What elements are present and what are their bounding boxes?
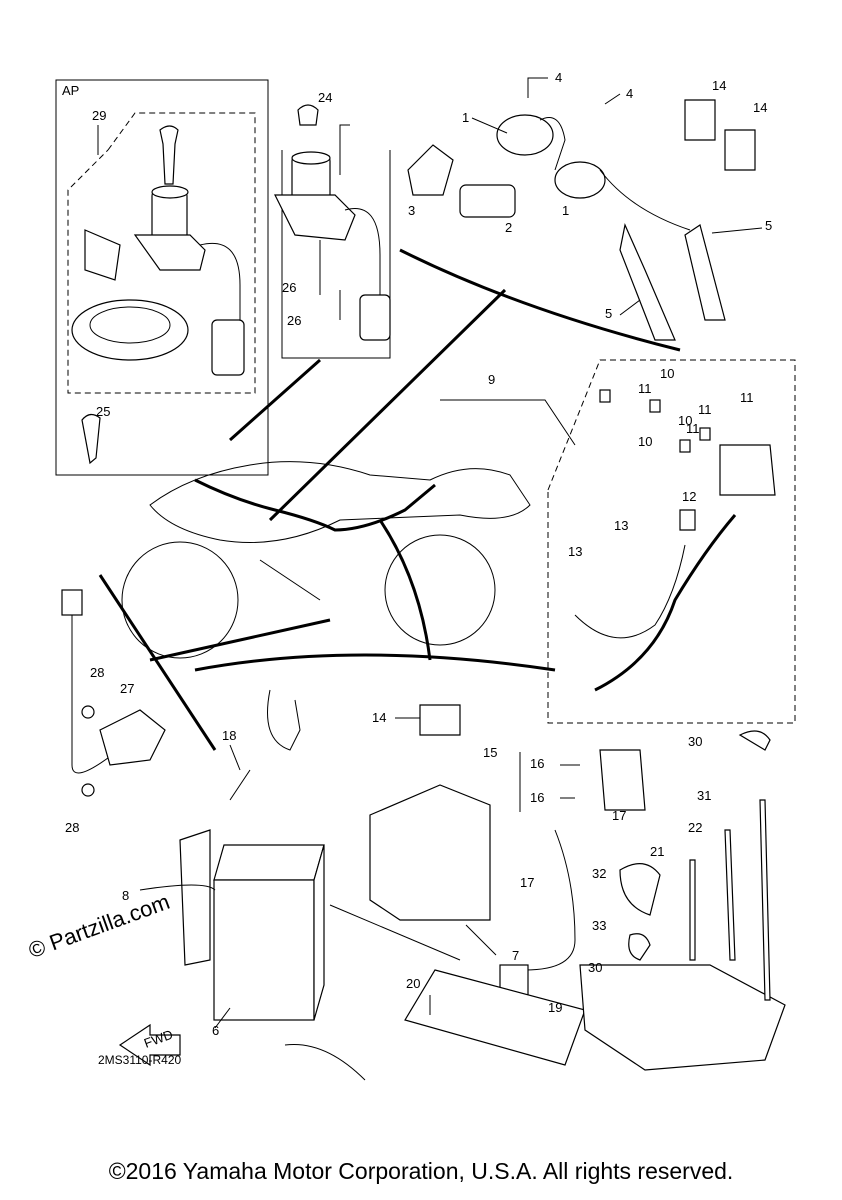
callout: 13 xyxy=(614,518,628,533)
callout: 6 xyxy=(212,1023,219,1038)
callout: 10 xyxy=(660,366,674,381)
callout: 30 xyxy=(688,734,702,749)
callout: 13 xyxy=(568,544,582,559)
callout: 21 xyxy=(650,844,664,859)
callout: 4 xyxy=(626,86,633,101)
callout: 11 xyxy=(740,390,754,405)
callout: 14 xyxy=(712,78,726,93)
sensor-group xyxy=(61,589,166,797)
callout: 5 xyxy=(605,306,612,321)
callout: 9 xyxy=(488,372,495,387)
callout: 22 xyxy=(688,820,702,835)
callout: 33 xyxy=(592,918,606,933)
ignition-group xyxy=(274,104,391,359)
battery-group: FWD xyxy=(118,689,786,1081)
ap-label: AP xyxy=(62,83,79,98)
callout: 10 xyxy=(678,413,692,428)
callout: 17 xyxy=(520,875,534,890)
callout: 29 xyxy=(92,108,106,123)
callout: 14 xyxy=(372,710,386,725)
callout: 4 xyxy=(555,70,562,85)
callout: 8 xyxy=(122,888,129,903)
callout: 12 xyxy=(682,489,696,504)
callout: 26 xyxy=(282,280,296,295)
callouts: 29 24 26 26 25 1 1 2 3 4 4 5 5 14 14 9 1… xyxy=(65,70,772,1038)
callout: 15 xyxy=(483,745,497,760)
callout: 18 xyxy=(222,728,236,743)
callout: 16 xyxy=(530,790,544,805)
callout: 2 xyxy=(505,220,512,235)
part-code: 2MS3110-R420 xyxy=(98,1053,182,1067)
coil-group xyxy=(399,99,756,352)
callout: 19 xyxy=(548,1000,562,1015)
callout: 31 xyxy=(697,788,711,803)
callout: 5 xyxy=(765,218,772,233)
callout: 28 xyxy=(90,665,104,680)
callout: 24 xyxy=(318,90,332,105)
callout: 16 xyxy=(530,756,544,771)
callout: 20 xyxy=(406,976,420,991)
harness-group xyxy=(440,359,796,724)
callout: 32 xyxy=(592,866,606,881)
callout: 25 xyxy=(96,404,110,419)
callout: 7 xyxy=(512,948,519,963)
ap-group: AP xyxy=(55,79,269,476)
callout: 17 xyxy=(612,808,626,823)
callout: 10 xyxy=(638,434,652,449)
copyright-footer: ©2016 Yamaha Motor Corporation, U.S.A. A… xyxy=(108,1158,734,1184)
callout: 30 xyxy=(588,960,602,975)
callout: 11 xyxy=(638,381,652,396)
callout: 27 xyxy=(120,681,134,696)
motorcycle-outline xyxy=(121,461,531,659)
callout: 1 xyxy=(462,110,469,125)
callout: 28 xyxy=(65,820,79,835)
callout: 14 xyxy=(753,100,767,115)
callout: 3 xyxy=(408,203,415,218)
callout: 1 xyxy=(562,203,569,218)
callout: 11 xyxy=(698,402,712,417)
callout: 26 xyxy=(287,313,301,328)
leader-lines xyxy=(97,77,763,1029)
callout: 11 xyxy=(686,421,700,436)
